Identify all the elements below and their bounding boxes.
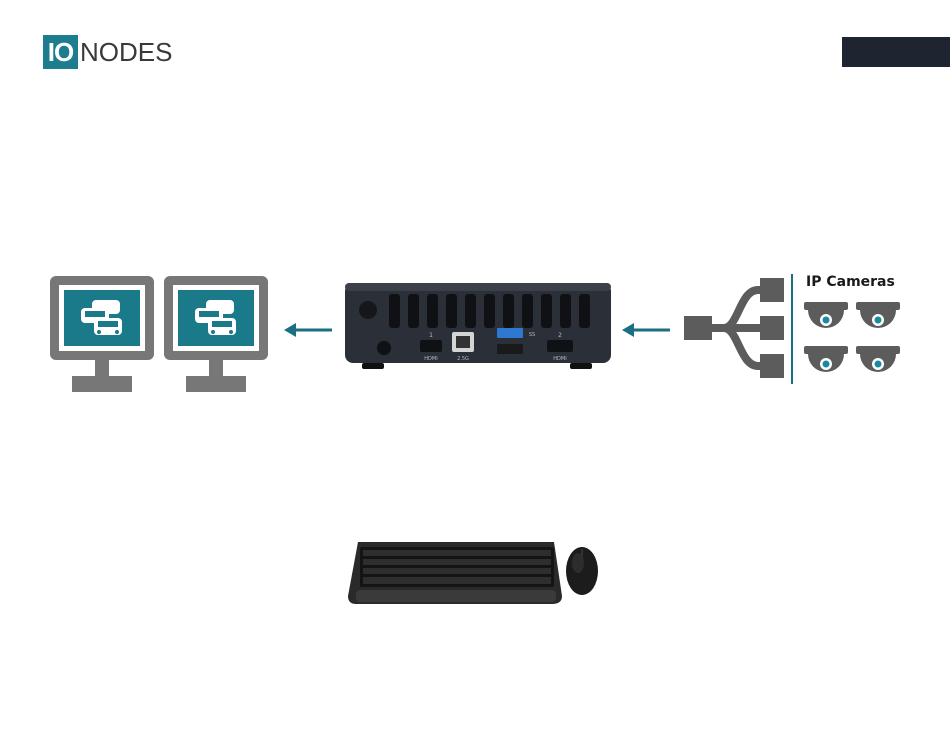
arrow-left-icon xyxy=(620,320,672,340)
keyboard-icon xyxy=(346,540,564,606)
camera-divider-line xyxy=(790,274,794,384)
header-accent-bar xyxy=(842,37,950,67)
dome-camera-icon xyxy=(804,344,848,378)
arrow-left-icon xyxy=(282,320,334,340)
mouse-icon xyxy=(564,545,600,597)
port-label-hdmi-2: HDMI xyxy=(553,356,566,362)
port-label-2g5: 2.5G xyxy=(457,356,469,362)
port-label-2: 2 xyxy=(558,332,562,339)
logo-mark: IO xyxy=(43,35,78,69)
logo-wordmark: NODES xyxy=(80,35,172,69)
port-label-ss: SS xyxy=(529,332,535,338)
ip-cameras-title: IP Cameras xyxy=(806,274,895,290)
monitor-right-icon xyxy=(162,274,270,394)
splitter-cable-icon xyxy=(680,274,786,384)
dome-camera-icon xyxy=(856,300,900,334)
port-label-hdmi-1: HDMI xyxy=(424,356,437,362)
monitor-left-icon xyxy=(48,274,156,394)
mini-pc-icon: HDMI 1 2.5G HDMI 2 SS xyxy=(342,280,614,372)
dome-camera-icon xyxy=(856,344,900,378)
port-label-1: 1 xyxy=(429,332,433,339)
dome-camera-icon xyxy=(804,300,848,334)
